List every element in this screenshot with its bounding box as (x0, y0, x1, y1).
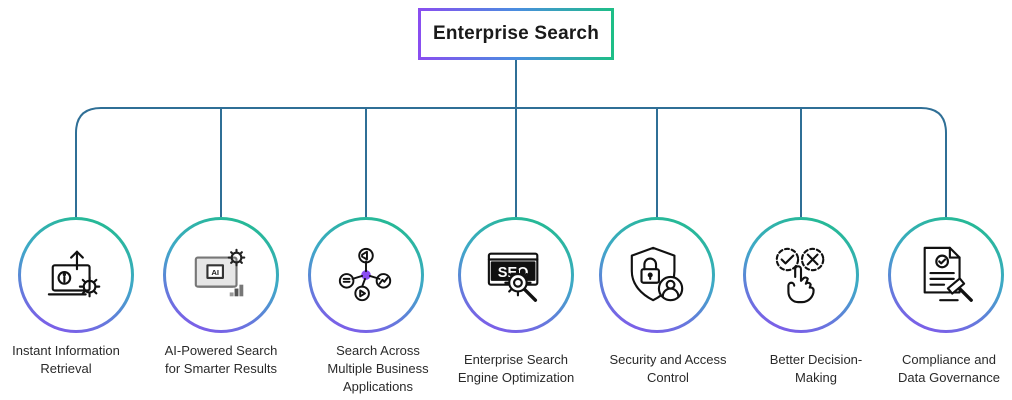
node-enterprise-seo: SEO (458, 217, 574, 333)
node-ring (599, 217, 715, 333)
node-ring (888, 217, 1004, 333)
share-network-icon (338, 247, 392, 302)
document-gavel-icon (923, 246, 973, 302)
label-ai-powered-search: AI-Powered Search for Smarter Results (164, 343, 278, 376)
shield-lock-user-icon (630, 246, 684, 302)
decision-hand-icon (775, 247, 825, 304)
label-compliance-governance: Compliance and Data Governance (898, 352, 1000, 385)
node-compliance-governance (888, 217, 1004, 333)
svg-text:AI: AI (211, 268, 219, 277)
seo-magnifier-icon: SEO (487, 252, 539, 302)
node-instant-information-retrieval (18, 217, 134, 333)
node-ring (743, 217, 859, 333)
node-ring (308, 217, 424, 333)
label-instant-information-retrieval: Instant Information Retrieval (12, 343, 120, 376)
label-security-access: Security and Access Control (609, 352, 727, 385)
node-ai-powered-search: AI (163, 217, 279, 333)
label-enterprise-seo: Enterprise Search Engine Optimization (457, 352, 575, 385)
node-search-across-apps (308, 217, 424, 333)
node-ring: AI (163, 217, 279, 333)
title-box: Enterprise Search (418, 8, 614, 60)
node-ring: SEO (458, 217, 574, 333)
label-search-across-apps: Search Across Multiple Business Applicat… (327, 343, 429, 394)
node-security-access (599, 217, 715, 333)
node-better-decision-making (743, 217, 859, 333)
diagram-title: Enterprise Search (432, 23, 600, 44)
branch-bar (75, 107, 947, 217)
ai-monitor-icon: AI (194, 248, 246, 297)
label-better-decision-making: Better Decision- Making (769, 352, 863, 385)
node-ring (18, 217, 134, 333)
info-upload-gear-icon (47, 250, 101, 298)
